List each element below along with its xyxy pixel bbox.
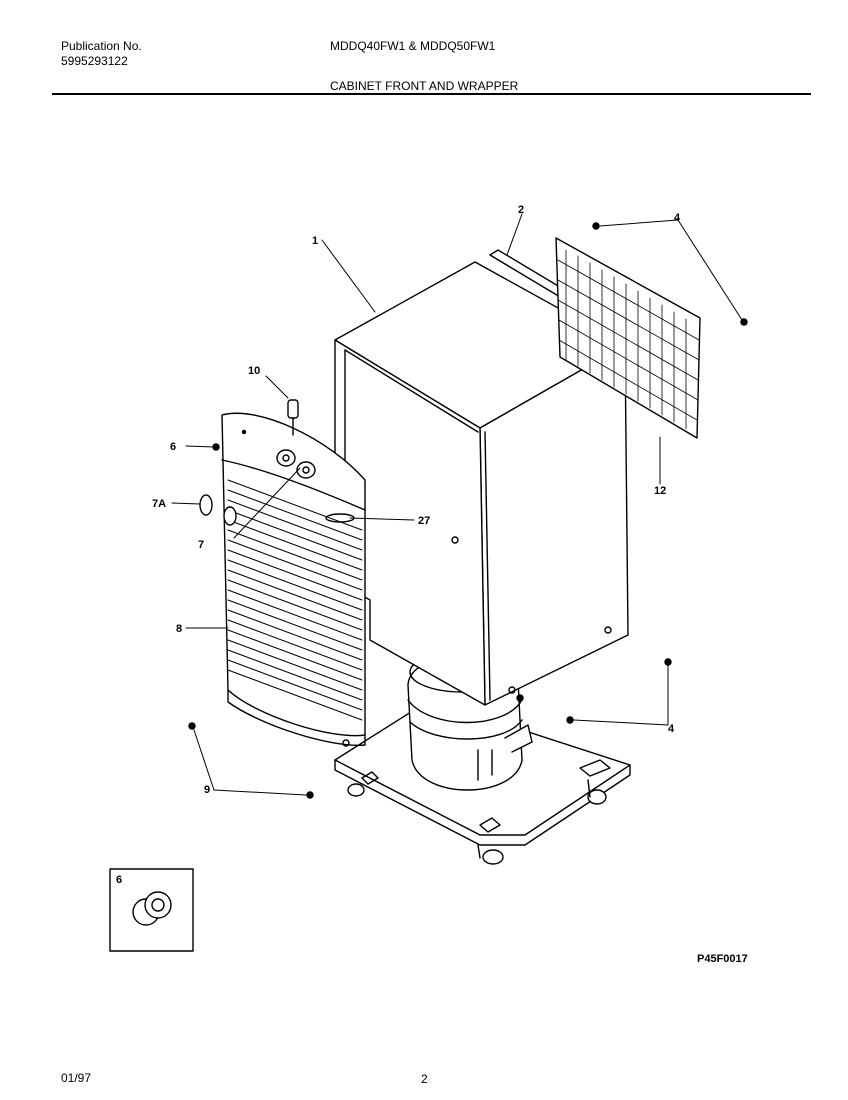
- callout-7: 7: [198, 539, 204, 551]
- callout-1: 1: [312, 235, 318, 247]
- callout-8: 8: [176, 623, 182, 635]
- diagram-code: P45F0017: [697, 953, 748, 965]
- screws: [188, 222, 748, 799]
- callout-6-inset: 6: [116, 874, 122, 886]
- callout-27: 27: [418, 515, 430, 527]
- callout-7a: 7A: [152, 498, 166, 510]
- caster-wheels: [347, 779, 607, 865]
- filter-grille: [555, 237, 701, 439]
- footer-page-number: 2: [421, 1072, 428, 1086]
- control-knobs: [199, 449, 316, 526]
- callout-6: 6: [170, 441, 176, 453]
- callout-12: 12: [654, 485, 666, 497]
- callout-10: 10: [248, 365, 260, 377]
- callout-4-top: 4: [674, 212, 681, 224]
- callout-9: 9: [204, 784, 210, 796]
- publication-number: 5995293122: [61, 54, 128, 68]
- inset-box-part-6: [109, 868, 194, 952]
- publication-label: Publication No.: [61, 39, 142, 53]
- front-panel: [221, 412, 366, 747]
- header-rule: [52, 93, 811, 95]
- leader-lines: [171, 213, 743, 796]
- footer-date: 01/97: [61, 1071, 92, 1085]
- power-cord-plug: [287, 399, 299, 436]
- callout-4-bottom: 4: [668, 723, 675, 735]
- callout-2: 2: [518, 204, 524, 216]
- model-numbers: MDDQ40FW1 & MDDQ50FW1: [330, 39, 496, 53]
- page-title: CABINET FRONT AND WRAPPER: [330, 79, 519, 93]
